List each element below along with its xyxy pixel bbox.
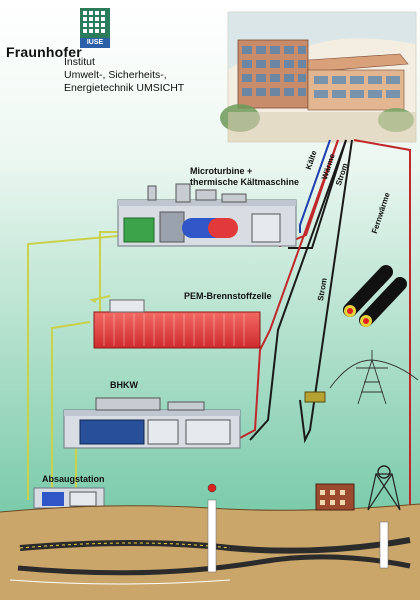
building-sketch	[220, 11, 417, 143]
ground	[0, 483, 420, 600]
institute-line-1: Institut	[64, 56, 95, 68]
gas-feeder	[27, 235, 119, 500]
brand-name: Fraunhofer	[6, 44, 82, 60]
bhkw-container	[63, 397, 241, 449]
microturbine-container	[117, 183, 297, 247]
fuelcell-unit	[93, 299, 261, 349]
waerme-to-bhkw	[239, 139, 339, 439]
strom-line-top	[288, 139, 347, 249]
microturbine-label-1: Microturbine +	[190, 166, 253, 176]
strom-to-bhkw	[249, 139, 347, 441]
supply-lines	[27, 139, 411, 523]
bhkw-label: BHKW	[110, 380, 138, 390]
logo-text: IUSE	[80, 38, 110, 48]
institute-line-3: Energietechnik UMSICHT	[64, 82, 185, 94]
strom-to-ground	[299, 139, 353, 444]
absaug-station	[33, 487, 105, 509]
microturbine-label-2: thermische Kältmaschine	[190, 177, 300, 187]
fernwaerme-pipes	[343, 265, 407, 327]
absaug-label: Absaugstation	[42, 474, 105, 484]
fraunhofer-logo: IUSE	[80, 8, 110, 48]
kaelte-line	[299, 139, 331, 233]
power-grid	[304, 350, 419, 405]
institute-line-2: Umwelt-, Sicherheits-,	[64, 69, 167, 81]
fuelcell-label: PEM-Brennstoffzelle	[184, 291, 272, 301]
mine-site	[315, 465, 401, 511]
logo-grid-icon	[80, 8, 110, 38]
